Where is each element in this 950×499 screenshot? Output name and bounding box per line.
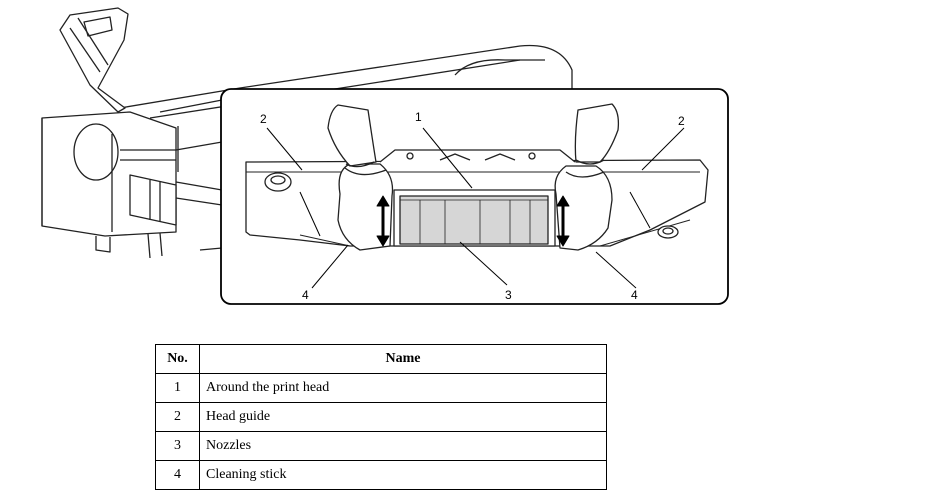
table-row: 2 Head guide [155, 402, 607, 432]
row-no: 3 [155, 431, 200, 461]
column-header-no: No. [155, 344, 200, 374]
table-row: 4 Cleaning stick [155, 460, 607, 490]
row-name: Cleaning stick [199, 460, 607, 490]
print-head-detail [245, 103, 709, 251]
parts-table: No. Name 1 Around the print head 2 Head … [155, 344, 607, 490]
column-header-name: Name [199, 344, 607, 374]
callout-4-right: 4 [631, 288, 638, 302]
row-name: Head guide [199, 402, 607, 432]
table-header-row: No. Name [155, 344, 607, 374]
table-row: 1 Around the print head [155, 373, 607, 403]
row-no: 4 [155, 460, 200, 490]
callout-1: 1 [415, 110, 422, 124]
row-no: 2 [155, 402, 200, 432]
row-name: Around the print head [199, 373, 607, 403]
callout-2-left: 2 [260, 112, 267, 126]
callout-2-right: 2 [678, 114, 685, 128]
callout-3: 3 [505, 288, 512, 302]
row-name: Nozzles [199, 431, 607, 461]
callout-leaders [266, 127, 685, 289]
callout-4-left: 4 [302, 288, 309, 302]
printer-head-cleaning-illustration: 1 2 2 3 4 4 [41, 7, 729, 305]
row-no: 1 [155, 373, 200, 403]
table-row: 3 Nozzles [155, 431, 607, 461]
